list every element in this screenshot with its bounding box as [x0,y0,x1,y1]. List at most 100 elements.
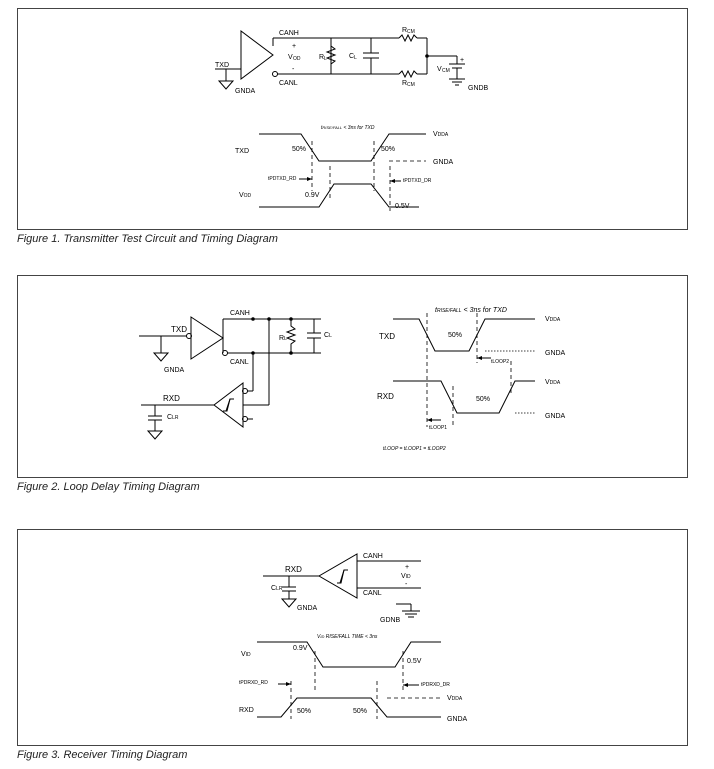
vdda-label: VDDA [447,695,463,702]
vod-timing-label: VOD [239,192,252,199]
driver-triangle-icon [240,30,274,80]
vod-waveform [259,183,419,208]
gndb-label: GDNB [380,617,401,624]
pct-right-label: 50% [381,146,395,153]
driver-triangle-icon [190,316,224,360]
pct1-label: 50% [448,332,462,339]
figure1-diagram: TXD GNDA CANH CANL + V OD - R L C L [215,27,489,211]
vdda-label-2: VDDA [545,379,561,386]
canh-label: CANH [279,30,299,37]
vid-label: VID [401,573,411,580]
tloop1-label: tLOOP1 [429,425,447,431]
gnda-label: GNDA [235,88,256,95]
rl-sub: L [324,56,327,62]
ground-icon [280,598,298,608]
canh-label: CANH [363,553,383,560]
gnda-timing-label: GNDA [447,716,468,723]
txd-waveform [393,318,535,352]
txd-timing-label: TXD [235,148,249,155]
tloop2-label: tLOOP2 [491,359,509,365]
minus-sign: - [292,66,295,73]
gnda-label: GNDA [297,605,318,612]
gnda-label-2: GNDA [545,413,566,420]
figure3-circuit: RXD CLR GNDA CANH CANL + VID - GDNB [263,553,421,624]
rxd-label: RXD [285,565,302,574]
v09-label: 0.9V [293,645,308,652]
v09-label: 0.9V [305,192,320,199]
gnda-label: GNDA [164,367,185,374]
figure1-timing: tRISE/FALL < 3ns for TXD TXD VDDA GNDA 5… [235,125,454,211]
rxd-timing-label: RXD [377,392,394,401]
figure1-caption: Figure 1. Transmitter Test Circuit and T… [17,233,278,245]
figure3-panel: RXD CLR GNDA CANH CANL + VID - GDNB VID … [17,529,688,746]
resistor-rcm-top-icon [398,33,418,43]
vcm-plus: + [460,57,464,64]
rxd-waveform [393,380,535,414]
rxd-timing-label: RXD [239,707,254,714]
resistor-rl-icon [285,319,297,353]
gnda-label-1: GNDA [545,350,566,357]
tpdtxd-dr-label: tPDTXD_DR [403,178,432,184]
vod-label: V [288,54,293,61]
figure3-caption: Figure 3. Receiver Timing Diagram [17,749,188,761]
v05-label: 0.5V [395,203,410,210]
canl-label: CANL [363,590,382,597]
pct2-label: 50% [476,396,490,403]
cl-sub: L [354,55,357,61]
figure2-panel: TXD GNDA CANH CANL RL CL [17,275,688,478]
canl-label: CANL [279,80,298,87]
tpdrxd-rd-label: tPDRXD_RD [239,680,268,686]
cl-label: C [349,53,354,60]
cl-label: CL [324,332,332,339]
timing-note: tRISE/FALL < 3ns for TXD [435,307,507,314]
txd-label: TXD [171,325,187,334]
timing-note: tRISE/FALL < 3ns for TXD [321,125,375,131]
vid-waveform [257,641,441,668]
txd-timing-label: TXD [379,332,395,341]
figure2-circuit: TXD GNDA CANH CANL RL CL [139,310,332,440]
figure2-caption: Figure 2. Loop Delay Timing Diagram [17,481,200,493]
txd-label: TXD [215,62,229,69]
figure3-timing: VID RISE/FALL TIME < 3ns VID 0.9V 0.5V t… [239,634,468,723]
canh-label: CANH [230,310,250,317]
ground-icon-rx [146,430,164,440]
rl-label: RL [279,335,287,342]
ground-icon [152,352,170,362]
tloop-equation: tLOOP = tLOOP1 = tLOOP2 [383,446,446,452]
vid-timing-label: VID [241,651,251,658]
plus-sign: + [405,564,409,571]
figure2-diagram: TXD GNDA CANH CANL RL CL [139,307,566,452]
txd-waveform [259,133,426,162]
rxd-label: RXD [163,394,180,403]
rl-label: R [319,54,324,61]
figure1-panel: TXD GNDA CANH CANL + V OD - R L C L [17,8,688,230]
minus-sign: - [405,581,408,588]
figure3-diagram: RXD CLR GNDA CANH CANL + VID - GDNB VID … [239,553,468,723]
tpdrxd-dr-label: tPDRXD_DR [421,682,450,688]
vod-sub: OD [293,56,301,62]
pct2-label: 50% [353,708,367,715]
v05-label: 0.5V [407,658,422,665]
resistor-rcm-bottom-icon [398,69,418,79]
resistor-rl-icon [325,45,337,65]
figure2-timing: tRISE/FALL < 3ns for TXD TXD VDDA GNDA 5… [377,307,566,452]
timing-note: VID RISE/FALL TIME < 3ns [317,634,378,640]
vcm-label: V [437,66,442,73]
vdda-label-1: VDDA [545,316,561,323]
rcm-bottom-sub: CM [407,82,415,88]
pct1-label: 50% [297,708,311,715]
figure1-circuit: TXD GNDA CANH CANL + V OD - R L C L [215,27,489,95]
clr-label: CLR [271,585,283,592]
rxd-waveform [257,697,441,718]
ground-icon [217,80,235,90]
clr-label: CLR [167,414,179,421]
vdda-label: VDDA [433,131,449,138]
canl-label: CANL [230,359,249,366]
plus-sign: + [292,43,296,50]
gnda-timing-label: GNDA [433,159,454,166]
rcm-bottom-label: R [402,80,407,87]
rcm-top-sub: CM [407,29,415,35]
gndb-label: GNDB [468,85,489,92]
tpdtxd-rd-label: tPDTXD_RD [268,176,297,182]
vcm-sub: CM [442,68,450,74]
